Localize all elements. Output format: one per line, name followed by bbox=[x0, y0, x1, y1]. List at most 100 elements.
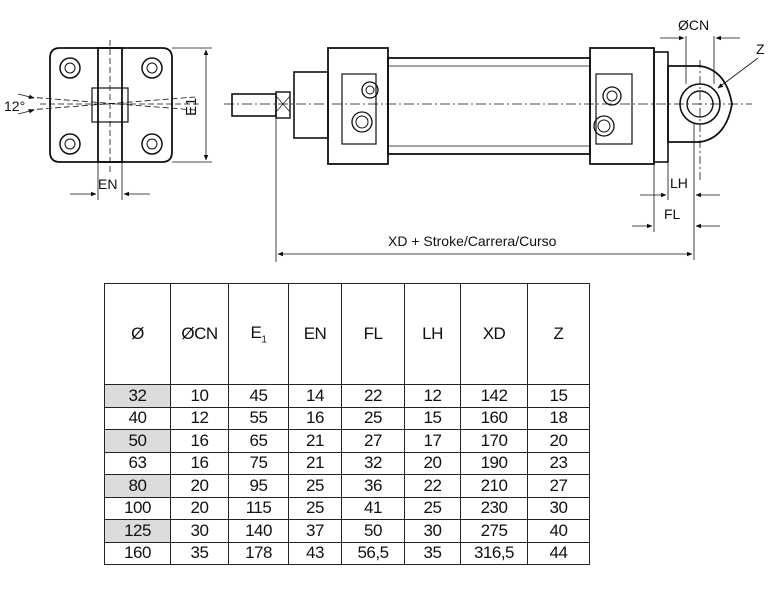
cell-bore: 32 bbox=[104, 384, 171, 408]
en-label: EN bbox=[98, 176, 117, 192]
cell-z: 44 bbox=[527, 541, 590, 565]
cell-z: 30 bbox=[527, 496, 590, 520]
header-en: EN bbox=[288, 283, 342, 385]
cell-lh: 22 bbox=[404, 474, 461, 498]
cell-z: 23 bbox=[527, 451, 590, 475]
cell-e1: 65 bbox=[228, 429, 289, 453]
cell-fl: 25 bbox=[341, 406, 405, 430]
cell-e1: 45 bbox=[228, 384, 289, 408]
table-header-row: Ø ØCN E1 EN FL LH XD Z bbox=[104, 283, 590, 385]
cell-bore: 80 bbox=[104, 474, 171, 498]
cell-lh: 25 bbox=[404, 496, 461, 520]
cell-en: 16 bbox=[288, 406, 342, 430]
cell-bore: 100 bbox=[104, 496, 171, 520]
cell-fl: 22 bbox=[341, 384, 405, 408]
cell-lh: 17 bbox=[404, 429, 461, 453]
header-bore: Ø bbox=[104, 283, 171, 385]
header-xd: XD bbox=[460, 283, 528, 385]
cell-lh: 30 bbox=[404, 519, 461, 543]
cell-xd: 160 bbox=[460, 406, 528, 430]
end-view bbox=[17, 40, 212, 200]
cell-en: 25 bbox=[288, 496, 342, 520]
cell-en: 25 bbox=[288, 474, 342, 498]
cell-fl: 36 bbox=[341, 474, 405, 498]
cell-xd: 230 bbox=[460, 496, 528, 520]
corner-bolt-icon bbox=[59, 133, 81, 155]
cell-z: 27 bbox=[527, 474, 590, 498]
cell-lh: 35 bbox=[404, 541, 461, 565]
cell-cn: 35 bbox=[170, 541, 229, 565]
cell-e1: 115 bbox=[228, 496, 289, 520]
port-icon bbox=[351, 111, 373, 133]
cell-lh: 12 bbox=[404, 384, 461, 408]
xd-stroke-label: XD + Stroke/Carrera/Curso bbox=[388, 233, 557, 249]
cell-z: 20 bbox=[527, 429, 590, 453]
e1-label: E1 bbox=[183, 98, 200, 116]
port-icon bbox=[593, 115, 615, 137]
cell-xd: 142 bbox=[460, 384, 528, 408]
cell-lh: 15 bbox=[404, 406, 461, 430]
cell-bore: 50 bbox=[104, 429, 171, 453]
cell-xd: 170 bbox=[460, 429, 528, 453]
port-icon bbox=[602, 86, 622, 106]
corner-bolt-icon bbox=[141, 57, 163, 79]
cell-cn: 12 bbox=[170, 406, 229, 430]
cell-cn: 20 bbox=[170, 474, 229, 498]
cn-label: ØCN bbox=[678, 17, 709, 33]
cell-fl: 32 bbox=[341, 451, 405, 475]
cell-fl: 27 bbox=[341, 429, 405, 453]
cell-fl: 41 bbox=[341, 496, 405, 520]
cell-cn: 10 bbox=[170, 384, 229, 408]
header-cn: ØCN bbox=[170, 283, 229, 385]
cell-bore: 63 bbox=[104, 451, 171, 475]
cell-fl: 50 bbox=[341, 519, 405, 543]
cell-xd: 316,5 bbox=[460, 541, 528, 565]
cell-cn: 16 bbox=[170, 451, 229, 475]
cell-e1: 140 bbox=[228, 519, 289, 543]
cell-fl: 56,5 bbox=[341, 541, 405, 565]
cell-z: 40 bbox=[527, 519, 590, 543]
cell-en: 14 bbox=[288, 384, 342, 408]
header-z: Z bbox=[527, 283, 590, 385]
cell-e1: 55 bbox=[228, 406, 289, 430]
cell-cn: 16 bbox=[170, 429, 229, 453]
header-fl: FL bbox=[341, 283, 405, 385]
port-icon bbox=[361, 81, 379, 99]
cell-z: 15 bbox=[527, 384, 590, 408]
corner-bolt-icon bbox=[59, 57, 81, 79]
cell-bore: 40 bbox=[104, 406, 171, 430]
side-view bbox=[224, 35, 759, 262]
cell-bore: 160 bbox=[104, 541, 171, 565]
cell-e1: 178 bbox=[228, 541, 289, 565]
cell-bore: 125 bbox=[104, 519, 171, 543]
cell-en: 21 bbox=[288, 429, 342, 453]
cell-en: 21 bbox=[288, 451, 342, 475]
cell-xd: 190 bbox=[460, 451, 528, 475]
cell-xd: 275 bbox=[460, 519, 528, 543]
cell-e1: 95 bbox=[228, 474, 289, 498]
cell-e1: 75 bbox=[228, 451, 289, 475]
fl-label: FL bbox=[664, 206, 681, 222]
corner-bolt-icon bbox=[141, 133, 163, 155]
header-lh: LH bbox=[404, 283, 461, 385]
header-e1: E1 bbox=[228, 283, 289, 385]
cylinder-technical-drawing: 12° E1 EN bbox=[4, 17, 765, 262]
cell-cn: 30 bbox=[170, 519, 229, 543]
cell-lh: 20 bbox=[404, 451, 461, 475]
angle-label: 12° bbox=[4, 98, 25, 114]
z-label: Z bbox=[756, 41, 765, 57]
cell-xd: 210 bbox=[460, 474, 528, 498]
cell-z: 18 bbox=[527, 406, 590, 430]
cell-cn: 20 bbox=[170, 496, 229, 520]
cell-en: 37 bbox=[288, 519, 342, 543]
cell-en: 43 bbox=[288, 541, 342, 565]
